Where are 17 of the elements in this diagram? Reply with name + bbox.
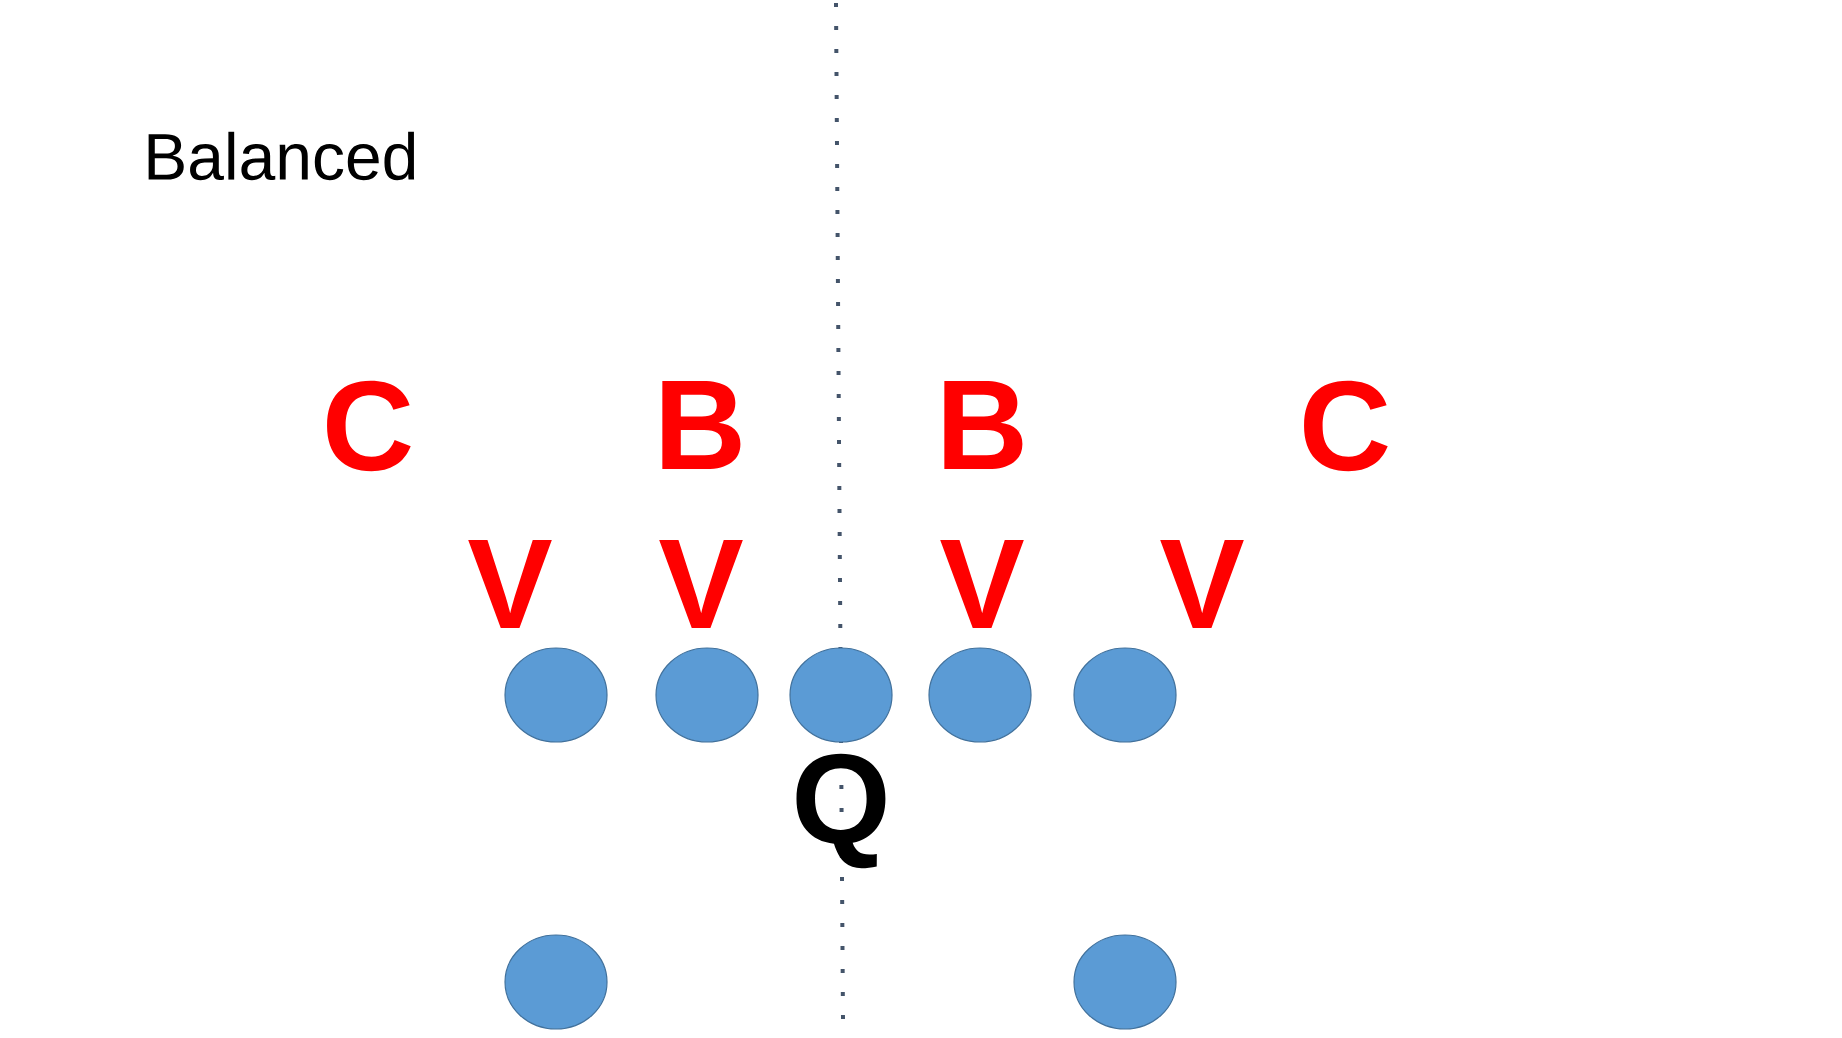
position-letter: Q	[796, 753, 886, 869]
player-circle	[789, 647, 893, 743]
player-circle	[928, 647, 1032, 743]
player-circle	[1073, 934, 1177, 1030]
position-letter: V	[940, 539, 1024, 629]
player-circle	[1073, 647, 1177, 743]
position-letter: C	[327, 380, 411, 472]
player-circle	[504, 934, 608, 1030]
player-circle	[504, 647, 608, 743]
position-letter: B	[944, 380, 1023, 470]
position-letter: V	[468, 539, 552, 629]
position-letter: B	[662, 380, 741, 470]
position-letter: V	[659, 539, 743, 629]
player-circle	[655, 647, 759, 743]
position-letter: C	[1304, 380, 1388, 472]
position-letter: V	[1160, 539, 1244, 629]
title: Balanced	[148, 131, 415, 181]
